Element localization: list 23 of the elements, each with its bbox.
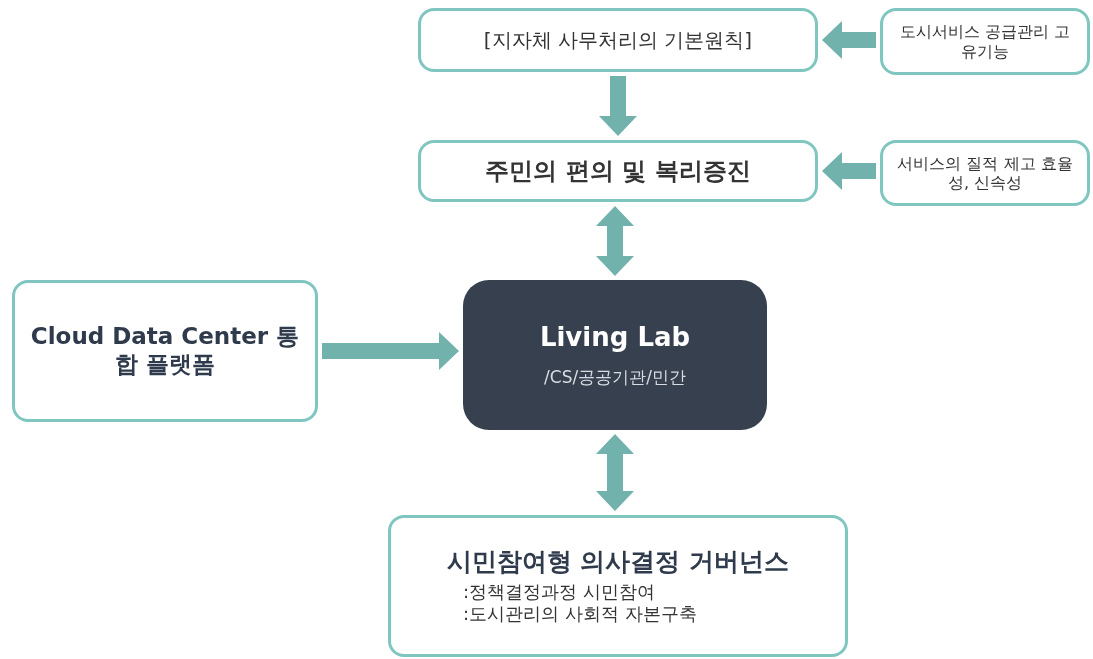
arrow: [599, 76, 637, 136]
arrow: [822, 152, 876, 190]
box-title: 주민의 편의 및 복리증진: [484, 156, 752, 186]
platform-box: [12, 280, 318, 422]
box-title: [지자체 사무처리의 기본원칙]: [482, 28, 754, 52]
arrow: [822, 21, 876, 59]
note-box: [880, 140, 1090, 206]
living-lab-box: [463, 280, 767, 430]
double-arrow: [596, 206, 634, 276]
box-body-line: :정책결정과정 시민참여: [463, 581, 656, 603]
goal-box: [418, 140, 818, 202]
governance-box: [388, 515, 848, 657]
box-subtitle: /CS/공공기관/민간: [543, 367, 687, 388]
double-arrow: [596, 434, 634, 511]
box-title: 시민참여형 의사결정 거버넌스: [445, 547, 791, 578]
box-title: 서비스의 질적 제고 효율성, 신속성: [896, 153, 1074, 193]
principle-box: [418, 8, 818, 72]
arrow: [322, 332, 459, 370]
box-title: Cloud Data Center 통합 플랫폼: [29, 323, 301, 379]
box-title: 도시서비스 공급관리 고유기능: [898, 22, 1072, 61]
box-body-line: :도시관리의 사회적 자본구축: [463, 603, 697, 625]
note-box: [880, 8, 1090, 75]
box-title: Living Lab: [538, 322, 692, 354]
